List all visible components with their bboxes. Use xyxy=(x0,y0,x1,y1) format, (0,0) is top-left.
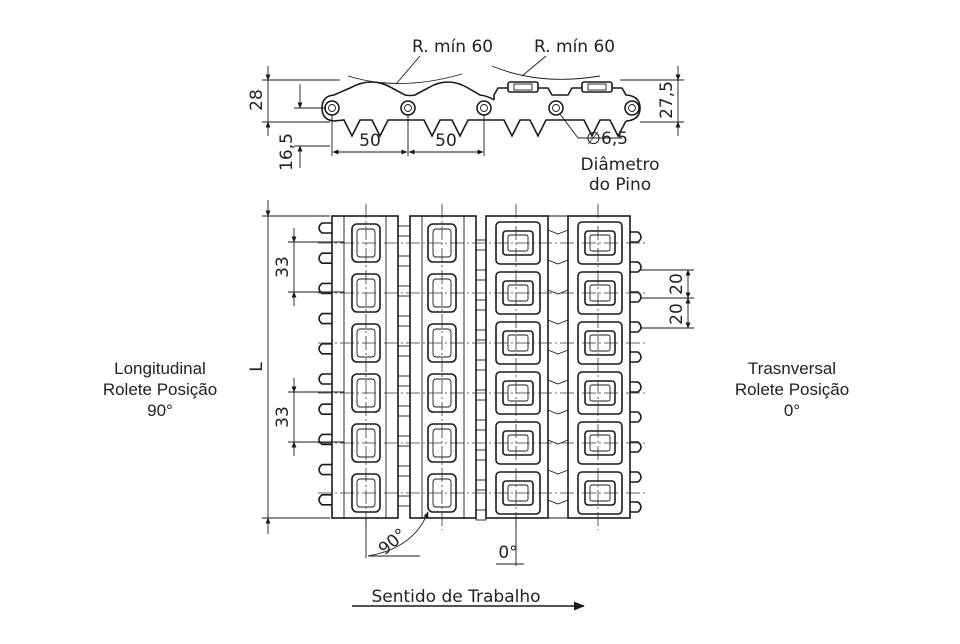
chain-side-profile xyxy=(321,81,641,138)
height-27-5-label: 27,5 xyxy=(657,81,677,119)
connector-tooth xyxy=(475,509,487,521)
connector-tooth xyxy=(547,229,569,235)
connector-tooth xyxy=(547,259,569,265)
edge-tab-right xyxy=(630,321,642,333)
direction-label: Sentido de Trabalho xyxy=(371,587,540,607)
connector-tooth xyxy=(397,345,411,357)
edge-tab-right xyxy=(630,471,642,483)
pitch-2-label: 50 xyxy=(435,131,457,151)
pin-label-line1: Diâmetro xyxy=(581,155,660,175)
edge-tab-left xyxy=(318,373,332,385)
connector-tooth xyxy=(475,419,487,431)
radius-arc-right xyxy=(491,65,601,80)
left-label-line2: Rolete Posição xyxy=(102,380,218,399)
edge-tab-right xyxy=(630,291,642,303)
connector-tooth xyxy=(547,499,569,505)
edge-tab-left xyxy=(318,252,332,264)
edge-tab-right xyxy=(630,351,642,363)
height-16-5-label: 16,5 xyxy=(277,133,297,171)
angle-90-label: 90° xyxy=(375,525,411,560)
connector-tooth xyxy=(475,329,487,341)
edge-tab-right xyxy=(630,441,642,453)
right-label-line2: Rolete Posição xyxy=(734,380,850,399)
pin-holes xyxy=(324,100,640,116)
edge-tab-left xyxy=(318,494,332,506)
edge-tab-left xyxy=(318,433,332,446)
pin-leader xyxy=(559,113,579,139)
edge-tab-left xyxy=(318,312,332,325)
roller-pitch-left-bottom: 33 xyxy=(273,406,293,428)
radius-label-right: R. mín 60 xyxy=(534,37,615,57)
pin-diameter-value: 6,5 xyxy=(601,129,628,149)
pin-diameter-symbol: ∅ xyxy=(586,129,601,149)
connector-tooth xyxy=(475,389,487,401)
edge-tab-right xyxy=(630,231,642,243)
left-label-line1: Longitudinal xyxy=(114,359,206,378)
top-view: L 33 33 20 20 90° 0° Sentido de Trab xyxy=(247,200,694,611)
right-label-line3: 0° xyxy=(783,401,801,420)
connector-tooth xyxy=(397,255,411,267)
edge-tab-left xyxy=(318,463,332,476)
module-column-4 xyxy=(567,215,631,519)
edge-tab-left xyxy=(318,343,332,355)
left-roller-label: Longitudinal Rolete Posição 90° xyxy=(80,358,240,421)
pitch-1-label: 50 xyxy=(359,131,381,151)
right-roller-label: Trasnversal Rolete Posição 0° xyxy=(712,358,872,421)
radius-arc-left xyxy=(347,73,463,84)
connector-tooth xyxy=(547,349,569,355)
width-L-label: L xyxy=(247,362,267,372)
connector-tooth xyxy=(547,319,569,325)
radius-leader-right xyxy=(521,55,547,77)
roller-pitch-right-1: 20 xyxy=(667,273,687,295)
edge-tab-right xyxy=(630,501,642,513)
connector-tooth xyxy=(475,359,487,371)
height-28-label: 28 xyxy=(247,89,267,111)
left-label-line3: 90° xyxy=(147,401,173,420)
edge-tab-left xyxy=(318,403,332,415)
connector-tooth xyxy=(397,435,411,447)
connector-tooth xyxy=(475,239,487,251)
roller-pitch-right-2: 20 xyxy=(667,303,687,325)
connector-tooth xyxy=(397,285,411,297)
roller-pitch-left-top: 33 xyxy=(273,256,293,278)
connector-tooth xyxy=(475,269,487,281)
connector-tooth xyxy=(397,375,411,387)
edge-tab-right xyxy=(630,381,642,393)
connector-tooth xyxy=(547,439,569,445)
angle-0-label: 0° xyxy=(498,543,517,563)
connector-tooth xyxy=(397,495,411,507)
radius-leader-left xyxy=(395,55,421,85)
connector-tooth xyxy=(475,479,487,491)
belt-modules xyxy=(318,215,642,521)
side-view: R. mín 60 R. mín 60 28 16,5 50 50 27,5 ∅ xyxy=(247,37,684,195)
radius-label-left: R. mín 60 xyxy=(412,37,493,57)
connector-tooth xyxy=(397,405,411,417)
connector-tooth xyxy=(547,289,569,295)
connector-tooth xyxy=(547,409,569,415)
connector-tooth xyxy=(397,465,411,477)
connector-tooth xyxy=(397,225,411,237)
edge-tab-left xyxy=(318,222,332,234)
connector-tooth xyxy=(547,379,569,385)
connector-tooth xyxy=(397,315,411,327)
connector-tooth xyxy=(475,299,487,311)
connector-tooth xyxy=(547,469,569,475)
connector-tooth xyxy=(475,449,487,461)
edge-tab-right xyxy=(630,261,642,273)
edge-tab-right xyxy=(630,411,642,423)
pin-label-line2: do Pino xyxy=(589,175,651,195)
right-label-line1: Trasnversal xyxy=(747,359,837,378)
module-column-1 xyxy=(331,215,399,519)
